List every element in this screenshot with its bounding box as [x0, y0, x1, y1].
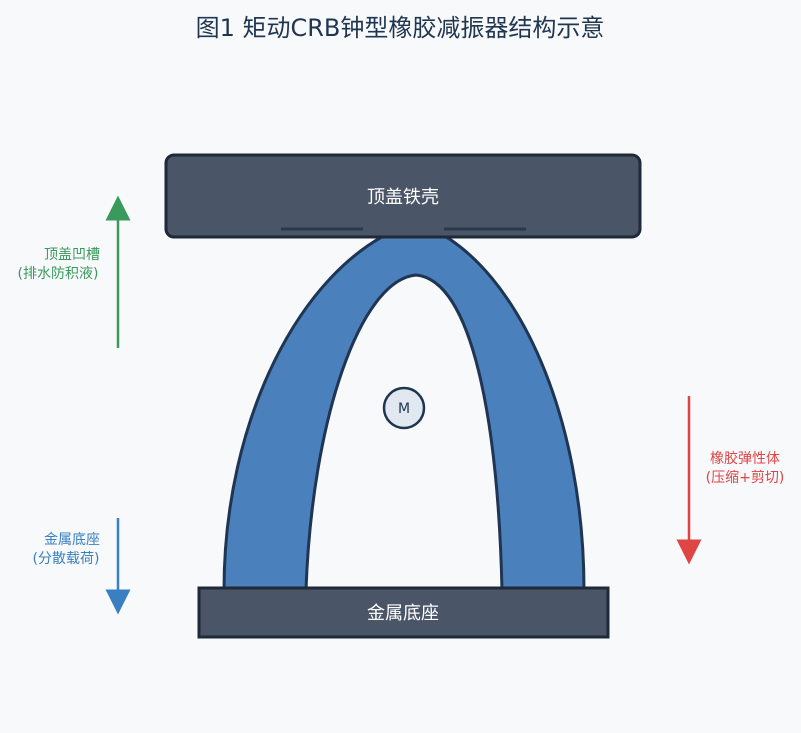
groove-label-line2: (排水防积液): [18, 266, 99, 282]
rubber-label-line1: 橡胶弹性体: [710, 450, 780, 467]
top-cover-label: 顶盖铁壳: [367, 187, 439, 208]
center-mark-circle: [382, 386, 426, 430]
center-mark-label: M: [398, 401, 410, 417]
base-label: 金属底座: [367, 603, 439, 624]
page-title: 图1 矩动CRB钟型橡胶减振器结构示意: [196, 14, 605, 42]
top-cover: [164, 153, 642, 239]
base-note-line2: (分散载荷): [33, 551, 100, 567]
rubber-label-line2: (压缩+剪切): [706, 470, 785, 486]
base-note-line1: 金属底座: [44, 532, 100, 548]
metal-base: [197, 586, 610, 639]
groove-label-line1: 顶盖凹槽: [44, 247, 100, 263]
